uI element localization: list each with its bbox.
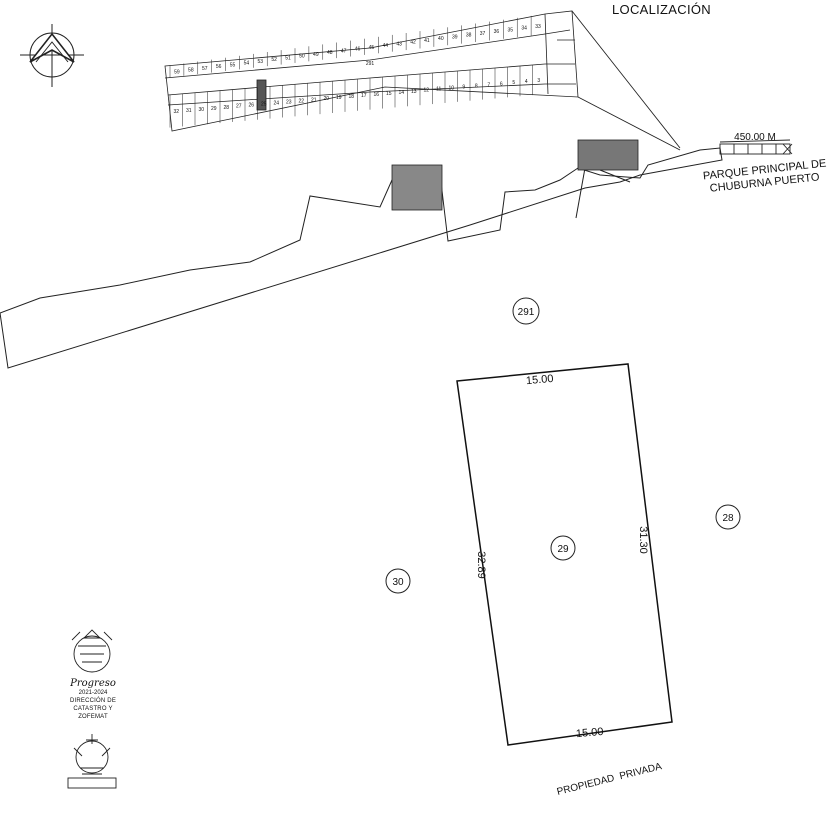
scale-label: 450.00 M bbox=[734, 132, 776, 143]
lot-label: 25 bbox=[261, 102, 267, 108]
lot-label: 17 bbox=[361, 93, 367, 99]
lot-label: 52 bbox=[271, 57, 277, 63]
lot-label: 4 bbox=[525, 79, 528, 85]
stamp-line-2: 2021-2024 bbox=[78, 690, 108, 696]
location-title: LOCALIZACIÓN bbox=[612, 2, 711, 17]
lot-label: 47 bbox=[341, 48, 347, 54]
lot-label: 35 bbox=[507, 27, 513, 33]
svg-text:29: 29 bbox=[557, 544, 569, 555]
lot-label: 43 bbox=[396, 41, 402, 47]
lot-30-marker: 30 bbox=[385, 568, 411, 594]
lot-label: 41 bbox=[424, 38, 430, 44]
lot-label: 7 bbox=[487, 82, 490, 88]
lot-label: 37 bbox=[480, 31, 486, 37]
lot-label: 6 bbox=[500, 81, 503, 87]
lot-label: 10 bbox=[448, 86, 454, 92]
lot-label: 9 bbox=[462, 84, 465, 90]
bottom-row-lots: 32 31 30 29 28 27 26 25 24 23 22 21 20 19 18 17 16 15 14 13… bbox=[169, 65, 540, 128]
lot-label: 12 bbox=[423, 88, 429, 94]
east-side-length: 31.30 bbox=[637, 526, 649, 554]
lot-label: 26 bbox=[248, 103, 254, 109]
municipal-stamp: Progreso 2021-2024 DIRECCIÓN DE CATASTRO… bbox=[60, 628, 126, 721]
lot-label: 31 bbox=[186, 108, 192, 114]
lot-label: 22 bbox=[298, 98, 304, 104]
west-side-length: 32.89 bbox=[475, 551, 487, 579]
lot-label: 50 bbox=[299, 54, 305, 60]
lot-label: 16 bbox=[373, 92, 379, 98]
lot-label: 32 bbox=[173, 109, 179, 115]
lot-29-boundary bbox=[456, 363, 673, 746]
svg-text:28: 28 bbox=[722, 513, 734, 524]
lot-label: 57 bbox=[202, 66, 208, 72]
progreso-seal-icon bbox=[71, 629, 113, 673]
block-291-map-label: 291 bbox=[366, 61, 375, 67]
lot-label: 54 bbox=[244, 61, 250, 67]
stamp-line-3: DIRECCIÓN DE bbox=[69, 698, 117, 704]
lot-label: 19 bbox=[336, 95, 342, 101]
scale-bar bbox=[719, 139, 793, 155]
lot-label: 8 bbox=[475, 83, 478, 89]
north-side-length: 15.00 bbox=[526, 373, 554, 387]
lot-label: 49 bbox=[313, 52, 319, 58]
lot-label: 28 bbox=[223, 105, 229, 111]
lot-label: 14 bbox=[398, 90, 404, 96]
lot-label: 11 bbox=[436, 87, 441, 93]
lot-29-marker: 29 bbox=[550, 535, 576, 561]
lot-label: 18 bbox=[348, 94, 354, 100]
top-row-lots: 59 58 57 56 55 54 53 52 51 50 49 48 47 46 45 44 43 42 41 40… bbox=[169, 15, 541, 78]
lot-label: 20 bbox=[323, 96, 329, 102]
lot-label: 51 bbox=[285, 55, 291, 61]
lot-label: 5 bbox=[512, 80, 515, 86]
lot-label: 34 bbox=[521, 26, 527, 32]
lot-label: 36 bbox=[494, 29, 500, 35]
lot-label: 53 bbox=[257, 59, 263, 65]
lot-label: 15 bbox=[386, 91, 392, 97]
stamp-line-4: CATASTRO Y ZOFEMAT bbox=[73, 706, 113, 720]
lot-label: 56 bbox=[216, 64, 222, 70]
lot-label: 21 bbox=[311, 97, 317, 103]
north-arrow-icon bbox=[20, 24, 84, 87]
lot-label: 13 bbox=[411, 89, 417, 95]
lot-label: 24 bbox=[273, 101, 279, 107]
block-number-marker: 291 bbox=[512, 297, 540, 325]
lot-label: 38 bbox=[466, 33, 472, 39]
lot-28-marker: 28 bbox=[715, 504, 741, 530]
block-291-map bbox=[164, 10, 579, 132]
svg-text:291: 291 bbox=[518, 307, 535, 318]
stamp-line-1: Progreso bbox=[70, 678, 116, 689]
lot-label: 3 bbox=[537, 78, 540, 84]
lot-label: 40 bbox=[438, 36, 444, 42]
coastline-outline bbox=[0, 147, 723, 369]
private-property-label: PROPIEDAD PRIVADA bbox=[556, 761, 663, 798]
lot-label: 39 bbox=[452, 34, 458, 40]
callout-lines bbox=[571, 10, 681, 151]
lot-label: 23 bbox=[286, 99, 292, 105]
lot-label: 55 bbox=[230, 62, 236, 68]
lot-label: 48 bbox=[327, 50, 333, 56]
lot-label: 30 bbox=[198, 107, 204, 113]
lot-label: 59 bbox=[174, 69, 180, 75]
lot-label: 45 bbox=[369, 45, 375, 51]
lot-label: 58 bbox=[188, 68, 194, 74]
south-side-length: 15.00 bbox=[576, 726, 604, 740]
lot-label: 33 bbox=[535, 24, 541, 30]
coastline-hatch bbox=[391, 139, 639, 211]
lot-label: 27 bbox=[236, 104, 242, 110]
catastro-seal-icon bbox=[67, 734, 117, 789]
lot-label: 46 bbox=[355, 47, 361, 53]
lot-label: 29 bbox=[211, 106, 217, 112]
lot-label: 44 bbox=[382, 43, 388, 49]
lot-label: 42 bbox=[410, 40, 416, 46]
svg-text:30: 30 bbox=[392, 577, 404, 588]
